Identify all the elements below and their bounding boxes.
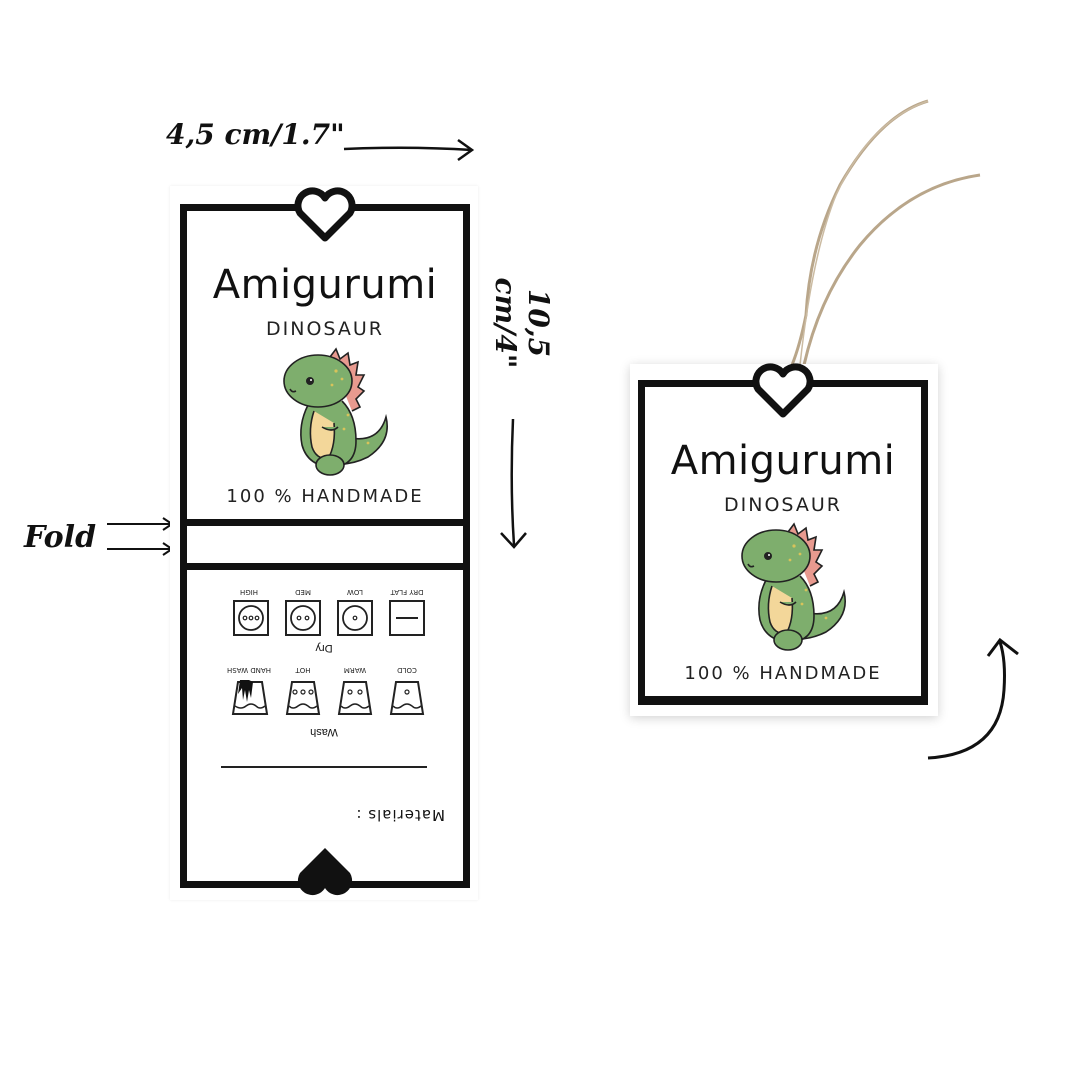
dry-heading: Dry	[315, 642, 333, 654]
heart-outline-icon	[752, 363, 814, 418]
wash-label-hot: HOT	[295, 666, 311, 674]
width-annotation: 4,5 cm/1.7"	[166, 118, 345, 151]
tumble-dry-low-icon	[337, 600, 373, 636]
dry-flat-icon	[389, 600, 425, 636]
divider-line	[221, 766, 427, 768]
dry-label-dry-flat: DRY FLAT	[390, 588, 424, 596]
preview-title: Amigurumi	[670, 438, 896, 484]
hand-wash-icon	[231, 680, 269, 715]
tag-handmade: 100 % HANDMADE	[226, 486, 424, 507]
wash-heading: Wash	[310, 726, 338, 738]
dry-label-low: LOW	[346, 588, 364, 596]
warm-wash-icon	[337, 681, 373, 715]
wash-label-hand-wash: HAND WASH	[227, 666, 271, 674]
materials-label: Materials :	[355, 806, 445, 824]
preview-handmade: 100 % HANDMADE	[684, 663, 882, 684]
curved-arrow	[927, 637, 1019, 760]
hot-wash-icon	[285, 681, 321, 715]
folded-tag-bottom-line	[638, 696, 928, 703]
fold-arrows	[107, 517, 174, 556]
height-arrow	[500, 418, 527, 549]
wash-label-cold: COLD	[397, 666, 417, 674]
care-section: Materials : Wash COLD WARM HOT HAND WASH…	[187, 575, 463, 850]
tumble-dry-med-icon	[285, 600, 321, 636]
tag-back-panel	[180, 563, 470, 888]
dinosaur-illustration	[283, 347, 388, 476]
dry-label-med: MED	[295, 588, 311, 596]
dry-label-high: HIGH	[239, 588, 259, 596]
tumble-dry-high-icon	[233, 600, 269, 636]
dinosaur-illustration	[741, 522, 846, 651]
width-arrow	[343, 138, 475, 162]
cold-wash-icon	[389, 681, 425, 715]
height-annotation: 10,5 cm/4"	[489, 277, 555, 369]
tag-title: Amigurumi	[212, 262, 438, 308]
heart-filled-icon	[297, 848, 353, 896]
heart-outline-icon	[294, 187, 356, 242]
tag-subtitle: DINOSAUR	[266, 318, 384, 340]
preview-subtitle: DINOSAUR	[724, 494, 842, 516]
fold-annotation: Fold	[24, 520, 97, 555]
wash-label-warm: WARM	[343, 666, 367, 674]
twine-string	[790, 99, 981, 366]
